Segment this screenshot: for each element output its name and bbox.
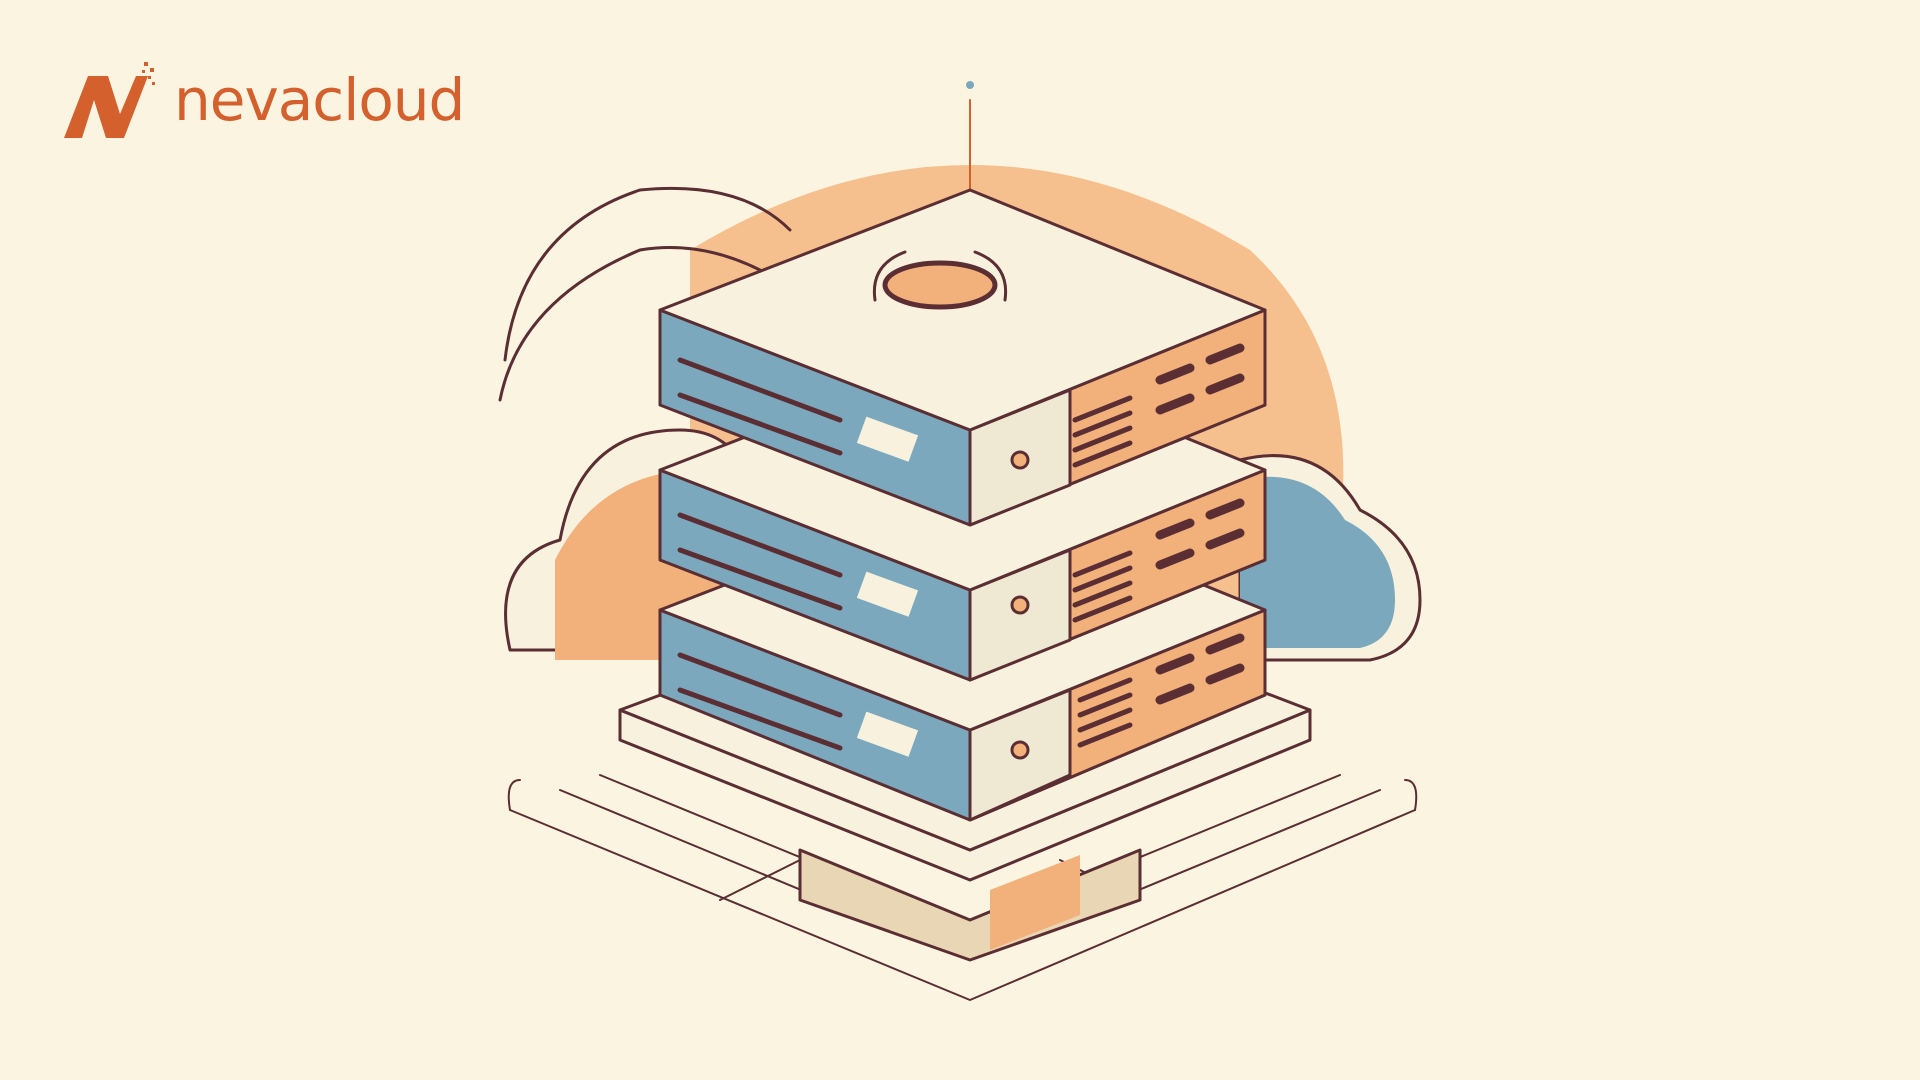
right-cloud-icon (1238, 454, 1422, 662)
server-unit-1 (658, 188, 1267, 527)
brand-name: nevacloud (174, 66, 465, 134)
stylized-n-icon (64, 62, 155, 138)
brand-logo[interactable]: nevacloud (62, 58, 465, 148)
